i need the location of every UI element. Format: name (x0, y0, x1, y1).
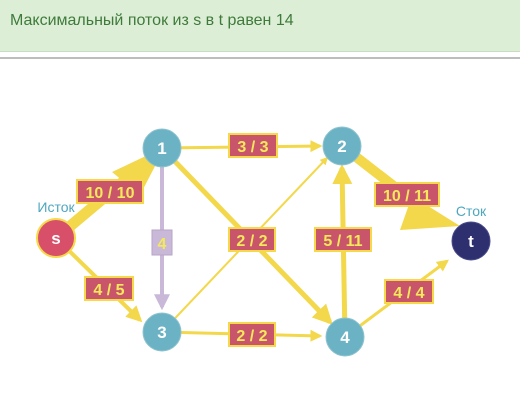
edge-label-1-2-text: 3 / 3 (237, 139, 268, 156)
edge-label-2-t-text: 10 / 11 (383, 188, 431, 205)
header-banner: Максимальный поток из s в t равен 14 (0, 0, 520, 52)
node-s: s (36, 218, 76, 258)
edge-label-1-4: 2 / 2 (228, 227, 276, 252)
edge-label-4-t: 4 / 4 (384, 279, 434, 304)
node-t: t (451, 221, 491, 261)
edge-label-s-3: 4 / 5 (84, 276, 134, 301)
edge-label-1-3: 4 (151, 229, 173, 256)
node-4-label: 4 (340, 328, 350, 347)
node-s-label: s (51, 229, 60, 248)
node-4: 4 (325, 317, 365, 357)
edge-label-1-4-text: 2 / 2 (236, 233, 267, 250)
node-3: 3 (142, 312, 182, 352)
edge-label-4-2: 5 / 11 (314, 227, 372, 252)
sink-tag: Сток (456, 203, 487, 219)
node-1-label: 1 (157, 139, 166, 158)
edge-label-4-2-text: 5 / 11 (323, 233, 362, 250)
node-2-label: 2 (337, 137, 346, 156)
edge-label-3-4: 2 / 2 (228, 322, 276, 347)
divider (0, 57, 520, 59)
edge-label-3-4-text: 2 / 2 (236, 328, 267, 345)
edge-label-1-3-text: 4 (158, 236, 167, 253)
result-title: Максимальный поток из s в t равен 14 (10, 12, 294, 29)
node-2: 2 (322, 126, 362, 166)
edge-label-s-3-text: 4 / 5 (93, 282, 124, 299)
node-1: 1 (142, 128, 182, 168)
edge-label-4-t-text: 4 / 4 (393, 285, 424, 302)
edge-4-2 (332, 164, 353, 338)
node-t-label: t (468, 232, 474, 251)
edge-label-1-2: 3 / 3 (228, 133, 278, 158)
edge-label-2-t: 10 / 11 (374, 182, 440, 207)
edge-label-s-1: 10 / 10 (76, 179, 144, 204)
source-tag: Исток (37, 199, 75, 215)
node-3-label: 3 (157, 323, 166, 342)
edge-label-s-1-text: 10 / 10 (86, 185, 135, 202)
